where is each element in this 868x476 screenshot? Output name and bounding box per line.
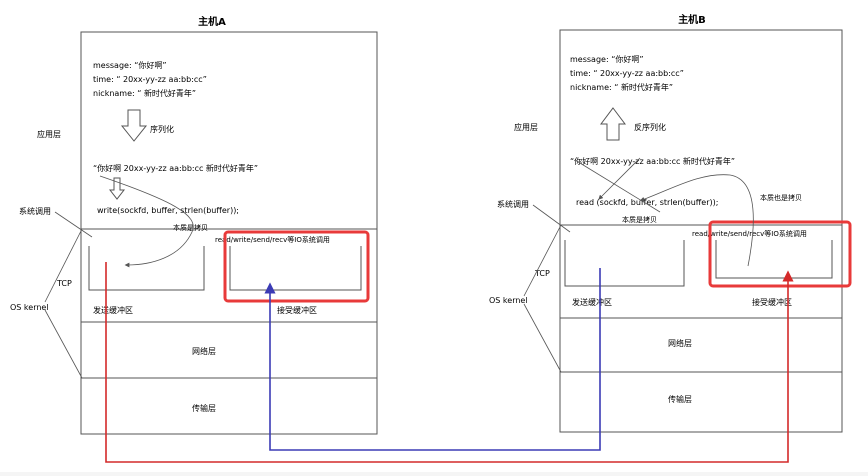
blue-data-path <box>264 268 601 451</box>
host-a-recv-buffer-label: 接受缓冲区 <box>277 305 317 315</box>
host-b-transport-layer: 传输层 <box>668 394 692 404</box>
host-b-recv-highlight <box>708 220 852 288</box>
host-a-send-buffer <box>88 246 205 291</box>
host-b-cross-line-2 <box>598 157 641 200</box>
host-b-send-buffer <box>564 240 685 287</box>
host-b-deserialize-label: 反序列化 <box>634 122 666 132</box>
host-b-network-layer: 网络层 <box>668 338 692 348</box>
host-a-write-call: write(sockfd, buffer, strlen(buffer)); <box>97 206 239 215</box>
host-b: 主机B message: “你好啊” time: “ 20xx-yy-zz aa… <box>489 13 852 433</box>
host-b-read-call: read (sockfd, buffer, strlen(buffer)); <box>576 198 718 207</box>
syscall-pointer <box>54 211 93 238</box>
serialize-arrow-icon <box>120 109 148 142</box>
host-b-time: time: “ 20xx-yy-zz aa:bb:cc” <box>570 69 684 78</box>
host-b-kernel-brace-top <box>523 224 562 297</box>
host-a-recv-buffer <box>229 246 362 291</box>
host-b-recv-buffer <box>715 240 833 279</box>
host-b-box <box>559 29 843 433</box>
host-a-app-layer: 应用层 <box>37 129 61 139</box>
host-a-copy-curve <box>99 175 194 268</box>
deserialize-arrow-icon <box>600 107 626 141</box>
kernel-brace-bottom <box>44 309 83 379</box>
host-a-copy-note: 本质是拷贝 <box>173 223 208 232</box>
host-a-serialize-label: 序列化 <box>150 124 174 134</box>
host-a: 主机A message: “你好啊” time: “ 20xx-yy-zz aa… <box>10 15 378 435</box>
host-b-os-kernel: OS kernel <box>489 296 528 305</box>
host-b-cross-line-1 <box>574 159 661 213</box>
host-a-transport-layer: 传输层 <box>192 403 216 413</box>
host-a-tcp-label: TCP <box>56 279 72 288</box>
host-b-title: 主机B <box>678 13 706 26</box>
host-a-io-note: read/write/send/recv等IO系统调用 <box>215 235 330 244</box>
host-a-box <box>80 31 378 435</box>
host-b-message: message: “你好啊” <box>570 54 643 64</box>
host-a-network-layer: 网络层 <box>192 346 216 356</box>
host-b-copy-note-top: 本质也是拷贝 <box>760 193 802 202</box>
host-b-send-buffer-label: 发送缓冲区 <box>572 297 612 307</box>
host-b-io-note: read/write/send/recv等IO系统调用 <box>692 229 807 238</box>
host-a-send-buffer-label: 发送缓冲区 <box>93 305 133 315</box>
small-down-arrow-icon <box>108 177 126 200</box>
host-b-copy-note: 本质是拷贝 <box>622 215 657 224</box>
host-a-message: message: “你好啊” <box>93 60 166 70</box>
host-a-time: time: “ 20xx-yy-zz aa:bb:cc” <box>93 75 207 84</box>
host-b-syscall-pointer <box>532 204 571 233</box>
host-b-copy-curve <box>639 174 754 267</box>
host-a-nickname: nickname: “ 新时代好青年” <box>93 88 196 98</box>
host-a-recv-highlight <box>223 230 370 303</box>
host-a-os-kernel: OS kernel <box>10 303 49 312</box>
red-data-path <box>105 262 794 463</box>
host-a-title: 主机A <box>198 15 226 28</box>
host-a-syscall: 系统调用 <box>19 206 51 216</box>
host-b-recv-buffer-label: 接受缓冲区 <box>752 297 792 307</box>
host-b-buffer-text: “你好啊 20xx-yy-zz aa:bb:cc 新时代好青年” <box>570 156 735 166</box>
host-b-nickname: nickname: “ 新时代好青年” <box>570 82 673 92</box>
host-a-buffer-text: “你好啊 20xx-yy-zz aa:bb:cc 新时代好青年” <box>93 163 258 173</box>
host-b-syscall: 系统调用 <box>497 199 529 209</box>
host-b-kernel-brace-bottom <box>523 303 562 373</box>
host-b-tcp-label: TCP <box>534 269 550 278</box>
kernel-brace-top <box>44 228 83 303</box>
host-b-app-layer: 应用层 <box>514 122 538 132</box>
